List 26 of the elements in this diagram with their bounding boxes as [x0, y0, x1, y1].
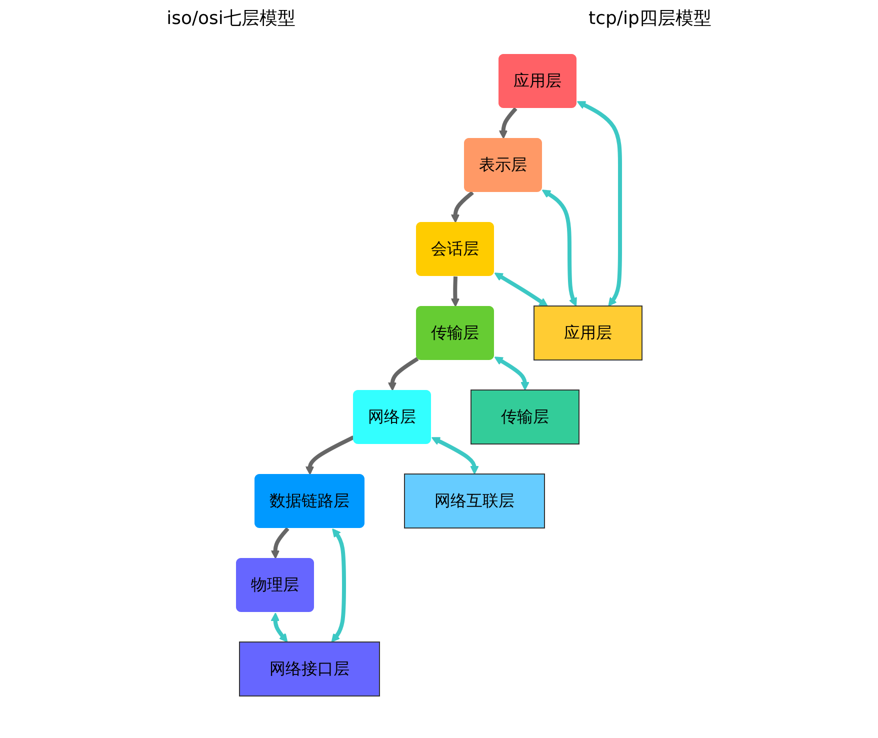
node-box: 会话层 — [416, 222, 494, 276]
column-heading: tcp/ip四层模型 — [588, 7, 712, 30]
node-box: 物理层 — [236, 558, 314, 612]
arrow — [270, 527, 290, 559]
column-heading: iso/osi七层模型 — [166, 7, 296, 30]
arrow — [576, 101, 622, 306]
arrow — [498, 107, 518, 139]
node-box: 网络互联层 — [404, 474, 545, 528]
node-box: 传输层 — [470, 390, 580, 444]
node-box: 网络层 — [353, 390, 431, 444]
node-box: 传输层 — [416, 306, 494, 360]
arrow — [542, 190, 577, 306]
arrow — [494, 272, 548, 306]
arrow — [270, 612, 288, 642]
node-box: 表示层 — [464, 138, 542, 192]
arrow — [494, 356, 530, 390]
arrow — [331, 528, 346, 642]
arrow — [388, 357, 419, 391]
arrow — [450, 190, 474, 223]
arrow — [431, 437, 479, 474]
node-box: 网络接口层 — [239, 642, 380, 696]
node-box: 应用层 — [534, 306, 642, 360]
arrow — [450, 276, 460, 307]
node-box: 数据链路层 — [254, 474, 364, 528]
arrow — [305, 436, 354, 475]
node-box: 应用层 — [498, 54, 576, 108]
